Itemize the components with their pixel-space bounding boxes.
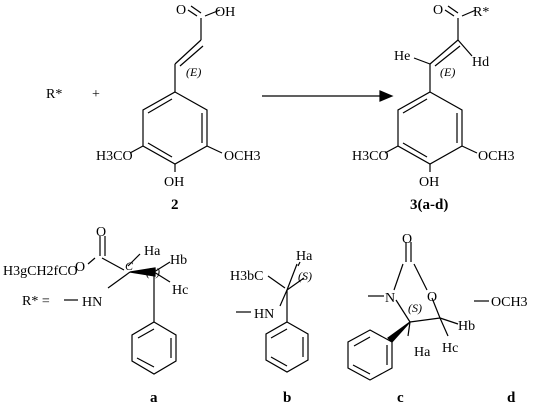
substituent-a-hc: Hc: [172, 283, 188, 298]
compound-3-label: 3(a-d): [410, 197, 448, 213]
substituent-c-label: c: [397, 390, 404, 406]
substituent-b-nh: HN: [254, 307, 274, 322]
compound-2-label: 2: [171, 197, 179, 213]
compound-2-carboxyl-o: O: [176, 3, 186, 18]
compound-3-rstar: R*: [473, 5, 489, 20]
compound-3-phenol-oh: OH: [419, 175, 439, 190]
substituent-a-ester-o: O: [75, 260, 85, 275]
substituent-b-ha: Ha: [296, 249, 313, 264]
substituent-a-c: C: [125, 259, 134, 273]
compound-3-carbonyl-o: O: [433, 3, 443, 18]
substituent-c-carbonyl-o: O: [402, 232, 412, 247]
substituent-c-ring-o: O: [427, 290, 437, 305]
compound-2-structure: [129, 5, 223, 172]
substituent-c-ha: Ha: [414, 345, 431, 360]
compound-2-phenol-oh: OH: [164, 175, 184, 190]
substituent-d-label: d: [507, 390, 516, 406]
compound-2-e-stereo: (E): [186, 65, 201, 79]
compound-3-he: He: [394, 49, 410, 64]
substituent-a-ester-group: H3gCH2fCO: [3, 264, 78, 279]
compound-3-hd: Hd: [472, 55, 489, 70]
reaction-arrow: [262, 90, 394, 102]
compound-2-methoxy-right: OCH3: [224, 149, 261, 164]
substituent-b-structure: [236, 261, 309, 373]
plus-sign: +: [92, 87, 100, 102]
substituent-a-label: a: [150, 390, 158, 406]
rstar-equals-label: R* =: [22, 294, 50, 309]
compound-3-methoxy-left: H3CO: [352, 149, 389, 164]
substituent-c-structure: [347, 242, 459, 381]
substituent-b-stereo: (S): [298, 269, 312, 283]
compound-3-structure: [384, 5, 478, 172]
substituent-c-hc: Hc: [442, 341, 458, 356]
substituent-c-n: N: [385, 291, 395, 306]
reagent-rstar-label: R*: [46, 87, 62, 102]
substituent-c-hb: Hb: [458, 319, 475, 334]
compound-3-methoxy-right: OCH3: [478, 149, 515, 164]
compound-2-methoxy-left: H3CO: [96, 149, 133, 164]
substituent-d-och3: OCH3: [491, 295, 528, 310]
substituent-a-structure: [64, 236, 177, 375]
substituent-a-carbonyl-o: O: [96, 225, 106, 240]
substituent-b-h3bc: H3bC: [230, 269, 263, 284]
substituent-b-label: b: [283, 390, 291, 406]
substituent-a-stereo: (S): [146, 265, 160, 279]
compound-2-hydroxyl: OH: [215, 5, 235, 20]
substituent-a-nh: HN: [82, 295, 102, 310]
substituent-a-ha: Ha: [144, 244, 161, 259]
substituent-c-stereo: (S): [408, 301, 422, 315]
substituent-a-hb: Hb: [170, 253, 187, 268]
compound-3-e-stereo: (E): [440, 65, 455, 79]
